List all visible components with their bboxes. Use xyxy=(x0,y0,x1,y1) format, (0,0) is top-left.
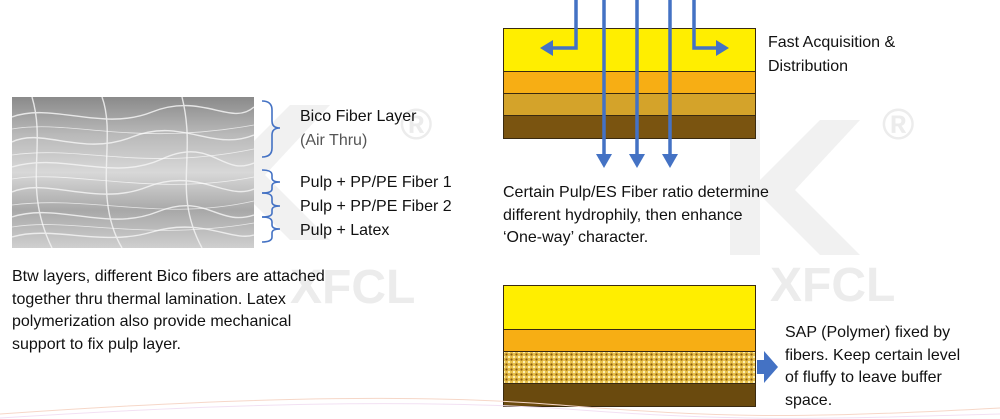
bottom-right-description: SAP (Polymer) fixed by fibers. Keep cert… xyxy=(785,322,960,412)
arrow-head-down-1 xyxy=(596,154,612,168)
arrow-head-down-2 xyxy=(629,154,645,168)
brace-pulp3 xyxy=(261,216,281,243)
top-right-description-line: different hydrophily, then enhance xyxy=(503,206,743,224)
fast-acquisition-line1: Fast Acquisition & xyxy=(768,34,896,51)
watermark-brand-left: XFCL xyxy=(290,261,416,314)
label-bico-fiber-layer: Bico Fiber Layer xyxy=(300,108,417,125)
bottom-right-description-line: of fluffy to leave buffer xyxy=(785,369,942,386)
layer-tan xyxy=(504,94,755,116)
layer-brown xyxy=(504,116,755,138)
label-pulp-latex: Pulp + Latex xyxy=(300,222,390,239)
layer-dark-brown xyxy=(504,384,755,406)
bottom-right-description-line: SAP (Polymer) fixed by xyxy=(785,324,951,341)
watermark-k-icon xyxy=(200,105,330,240)
bottom-layer-stack xyxy=(503,285,756,407)
arrow-head-right xyxy=(716,40,729,56)
fast-acquisition-line2: Distribution xyxy=(768,58,849,75)
fast-acquisition-label: Fast Acquisition & Distribution xyxy=(768,32,895,77)
top-right-description-line: ‘One-way’ character. xyxy=(503,229,649,246)
top-right-description-line: Certain Pulp/ES Fiber ratio determine xyxy=(503,184,769,201)
bottom-right-description-line: space. xyxy=(785,391,833,409)
layer-sap-dotted xyxy=(504,352,755,384)
fiber-strands-icon xyxy=(12,97,254,248)
arrow-head-down-3 xyxy=(662,154,678,168)
left-description-line: polymerization also provide mechanical xyxy=(12,313,292,330)
left-description-line: together thru thermal lamination. Latex xyxy=(12,290,286,308)
watermark-brand-right: XFCL xyxy=(770,259,896,312)
layer-orange xyxy=(504,330,755,352)
watermark-registered-left: ® xyxy=(400,100,433,149)
watermark-registered-right: ® xyxy=(882,100,915,149)
layer-orange xyxy=(504,72,755,94)
brace-pulp2 xyxy=(261,192,281,218)
brace-bico xyxy=(261,100,281,158)
brace-pulp1 xyxy=(261,169,281,194)
left-description-line: Btw layers, different Bico fibers are at… xyxy=(12,268,325,285)
layer-yellow xyxy=(504,286,755,330)
top-right-description: Certain Pulp/ES Fiber ratio determine di… xyxy=(503,182,769,250)
left-description-line: support to fix pulp layer. xyxy=(12,335,181,353)
arrow-distribute-right xyxy=(692,0,717,50)
arrow-distribute-left xyxy=(551,0,578,50)
arrow-head-left xyxy=(540,40,553,56)
label-air-thru: (Air Thru) xyxy=(300,132,368,149)
label-pulp-fiber-2: Pulp + PP/PE Fiber 2 xyxy=(300,198,452,215)
label-pulp-fiber-1: Pulp + PP/PE Fiber 1 xyxy=(300,174,452,191)
left-description: Btw layers, different Bico fibers are at… xyxy=(12,266,325,356)
watermark-logo-right xyxy=(700,110,870,260)
top-layer-stack xyxy=(503,28,756,139)
arrow-right-sap xyxy=(757,351,778,383)
watermark-logo-left xyxy=(170,95,340,245)
fiber-texture-photo xyxy=(12,97,254,248)
bottom-right-description-line: fibers. Keep certain level xyxy=(785,346,961,364)
watermark-k-icon xyxy=(730,120,860,255)
